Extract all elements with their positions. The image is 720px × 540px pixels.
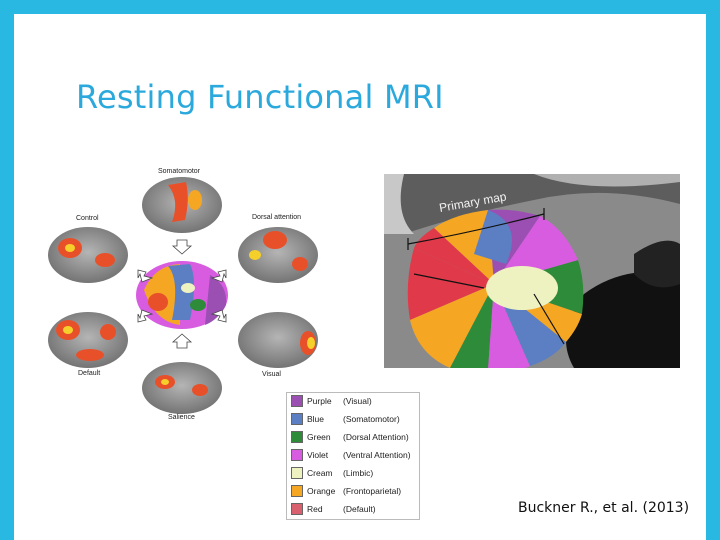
legend-color-name: Blue — [307, 414, 325, 424]
legend-network-name: (Frontoparietal) — [343, 486, 402, 496]
legend-item-violet: Violet (Ventral Attention) — [291, 447, 419, 463]
legend-network-name: (Default) — [343, 504, 376, 514]
legend-network-name: (Somatomotor) — [343, 414, 400, 424]
brain-networks-illustration — [48, 177, 318, 414]
legend-swatch — [291, 485, 303, 497]
label-salience: Salience — [168, 414, 195, 421]
slide-title: Resting Functional MRI — [76, 78, 444, 116]
legend-color-name: Red — [307, 504, 323, 514]
legend-network-name: (Limbic) — [343, 468, 374, 478]
label-somatomotor: Somatomotor — [158, 168, 201, 175]
slide-frame-right — [706, 0, 720, 540]
legend-item-green: Green (Dorsal Attention) — [291, 429, 419, 445]
legend-network-name: (Visual) — [343, 396, 372, 406]
legend-swatch — [291, 449, 303, 461]
legend-color-name: Violet — [307, 450, 329, 460]
network-legend: Purple (Visual) Blue (Somatomotor) Green… — [286, 392, 420, 520]
legend-item-cream: Cream (Limbic) — [291, 465, 419, 481]
legend-network-name: (Dorsal Attention) — [343, 432, 409, 442]
citation: Buckner R., et al. (2013) — [518, 500, 690, 516]
legend-swatch — [291, 395, 303, 407]
brain-networks-figure: Somatomotor Control Dorsal attention Def… — [40, 160, 330, 430]
legend-swatch — [291, 413, 303, 425]
cerebellum-map-figure: Primary map — [384, 174, 680, 368]
legend-item-blue: Blue (Somatomotor) — [291, 411, 419, 427]
legend-color-name: Green — [307, 432, 331, 442]
legend-swatch — [291, 503, 303, 515]
legend-swatch — [291, 431, 303, 443]
legend-color-name: Cream — [307, 468, 333, 478]
legend-item-red: Red (Default) — [291, 501, 419, 517]
legend-network-name: (Ventral Attention) — [343, 450, 411, 460]
legend-color-name: Purple — [307, 396, 332, 406]
legend-item-orange: Orange (Frontoparietal) — [291, 483, 419, 499]
label-control: Control — [76, 215, 99, 222]
slide-frame-left — [0, 0, 14, 540]
legend-swatch — [291, 467, 303, 479]
legend-color-name: Orange — [307, 486, 336, 496]
cerebellum-map-illustration: Primary map — [384, 174, 680, 368]
slide-frame-top — [0, 0, 720, 14]
label-visual: Visual — [262, 371, 281, 378]
label-default: Default — [78, 370, 101, 377]
legend-item-purple: Purple (Visual) — [291, 393, 419, 409]
label-dorsal-attention: Dorsal attention — [252, 214, 302, 221]
